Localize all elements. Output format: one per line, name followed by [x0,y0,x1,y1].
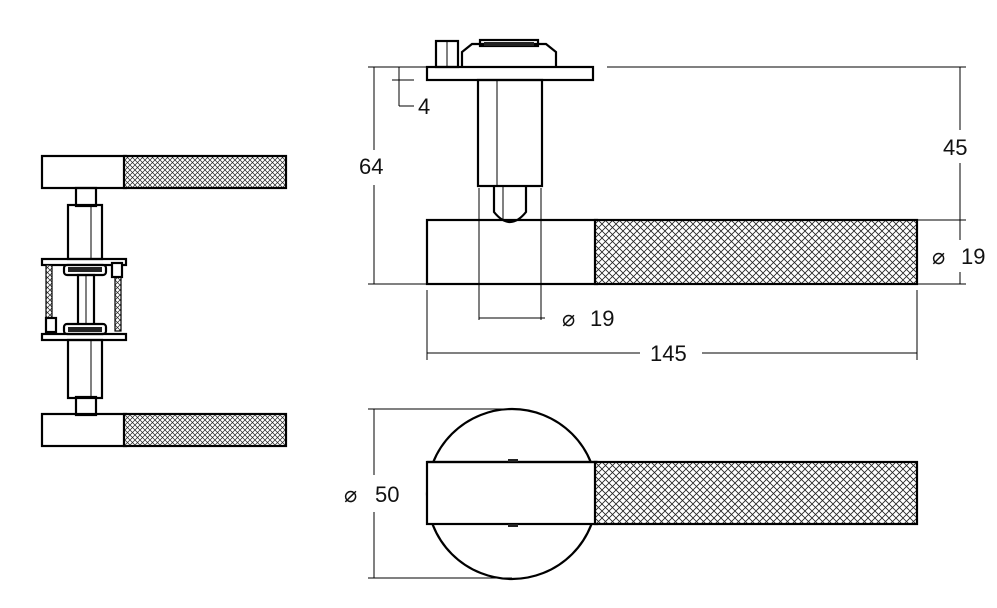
bottom-lever-base [40,412,128,448]
svg-text:19: 19 [590,306,614,331]
rose-plate [425,65,595,82]
side-view [368,38,966,360]
svg-text:50: 50 [375,482,399,507]
plan-lever-base [425,460,599,526]
top-spindle [66,203,104,261]
dim-lever-diameter: ⌀ 19 [932,244,985,269]
assembly-view [40,154,288,448]
plan-view [368,407,919,581]
svg-text:19: 19 [961,244,985,269]
dim-overall-height: 64 [359,154,383,179]
fixing-screws [44,261,124,334]
lever-base [425,218,599,286]
lever-grip [593,218,919,286]
svg-text:⌀: ⌀ [932,244,945,269]
dim-lever-length: 145 [650,341,687,366]
bottom-neck [74,395,98,417]
svg-text:⌀: ⌀ [562,306,575,331]
bottom-spindle [66,338,104,400]
dim-plate-thickness: 4 [418,94,430,119]
top-lever-grip [122,154,288,190]
dim-spindle-diameter: ⌀ 19 [562,306,614,331]
dim-rose-diameter: ⌀ 50 [344,482,399,507]
top-lever-base [40,154,128,190]
rose-cap [460,42,558,67]
dimension-lines [368,66,966,360]
top-neck [74,186,98,208]
svg-text:⌀: ⌀ [344,482,357,507]
lever-neck [492,186,528,224]
plan-lever-grip [593,460,919,526]
rose-dimension [368,408,512,579]
spindle-body [476,78,544,188]
bottom-lever-grip [122,412,288,448]
dim-lever-offset: 45 [943,135,967,160]
